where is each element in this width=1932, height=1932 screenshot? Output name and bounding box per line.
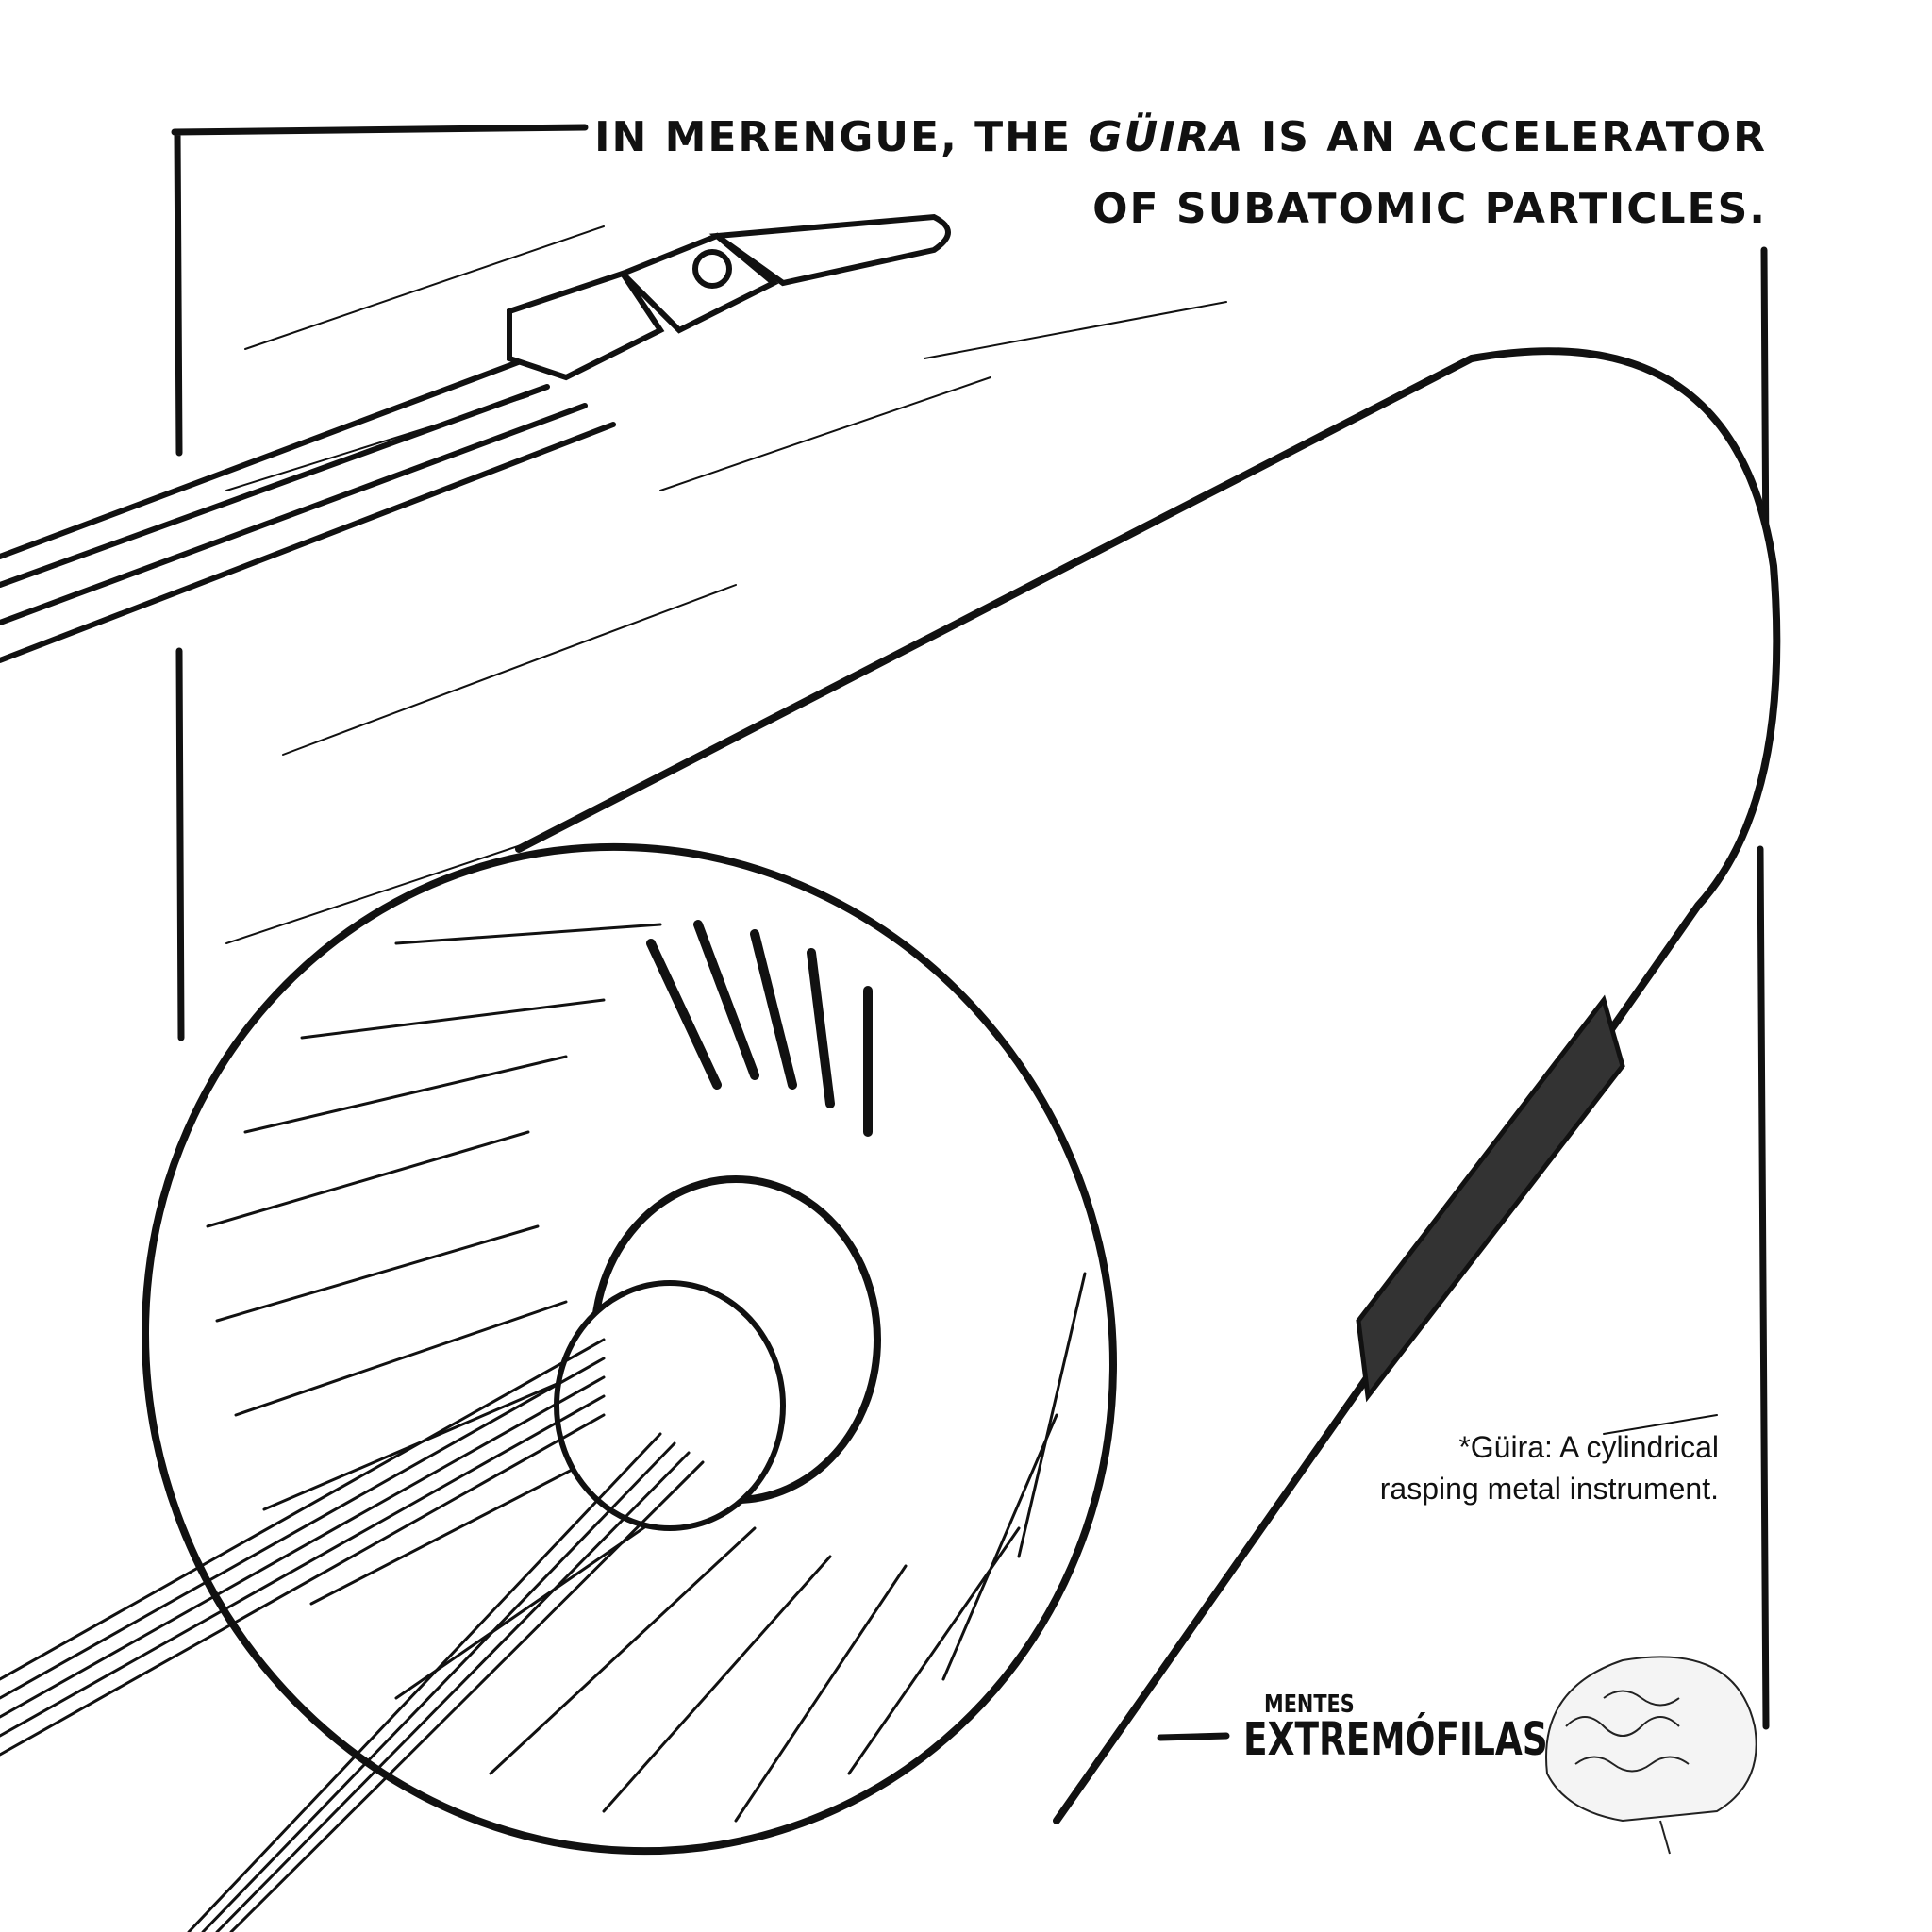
footnote-line2: rasping metal instrument. <box>1379 1472 1719 1506</box>
footnote-line1: *Güira: A cylindrical <box>1458 1430 1719 1464</box>
speed-lines <box>225 225 1227 944</box>
caption-title: In merengue, the Güira is an accelerator… <box>594 102 1767 245</box>
brand-logo: MENTES EXTREMÓFILAS <box>1243 1690 1634 1766</box>
logo-line2: EXTREMÓFILAS <box>1243 1713 1548 1766</box>
title-line2: of subatomic particles. <box>1092 185 1767 233</box>
probe-ship <box>507 213 951 381</box>
title-prefix: In merengue, the <box>594 113 1089 161</box>
title-suffix: is an accelerator <box>1244 113 1767 161</box>
title-emphasis: Güira <box>1088 113 1245 161</box>
probe-trails <box>0 356 616 663</box>
music-staff <box>0 1338 705 1932</box>
footnote: *Güira: A cylindrical rasping metal inst… <box>1380 1426 1719 1509</box>
cylinder-interior <box>206 920 1087 1823</box>
brain-logo-icon <box>1545 1656 1757 1855</box>
logo-line1: MENTES <box>1264 1690 1355 1719</box>
panel-frame <box>171 124 1770 1741</box>
